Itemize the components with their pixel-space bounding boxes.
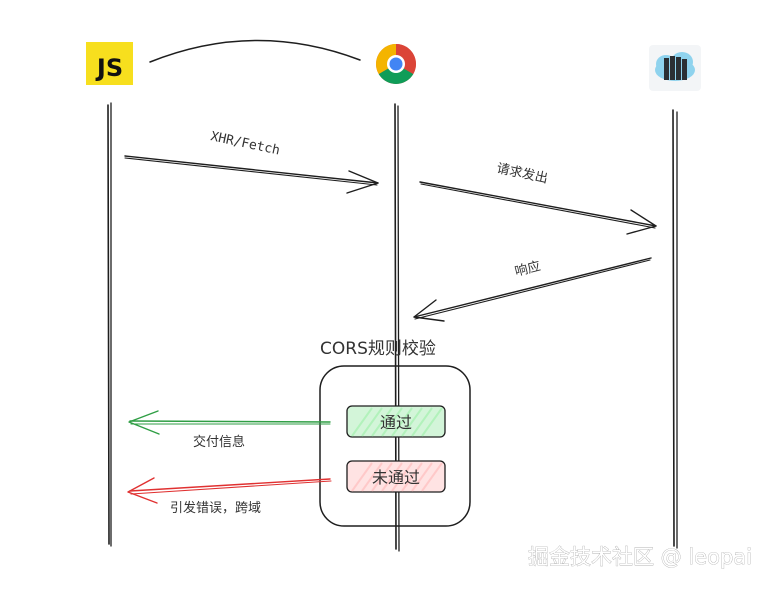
connection-curve: [149, 39, 361, 63]
js-logo-label: JS: [95, 54, 123, 82]
badge-pass-label: 通过: [380, 413, 412, 432]
lifeline-js: [107, 102, 112, 547]
badge-pass: 通过: [346, 405, 446, 438]
lifeline-server: [672, 109, 678, 549]
cors-check-box: [319, 365, 471, 527]
arrow-pass-result: [128, 410, 331, 435]
label-fail-result: 引发错误，跨域: [170, 500, 261, 516]
arrow-request-sent: [419, 181, 657, 235]
arrow-xhr-fetch: [124, 155, 379, 194]
watermark: 掘金技术社区 @ leopai: [528, 545, 752, 569]
cors-title: CORS规则校验: [320, 339, 436, 359]
label-response: 响应: [513, 258, 542, 280]
label-xhr-fetch: XHR/Fetch: [209, 129, 281, 158]
arrow-response: [413, 257, 652, 322]
label-request-sent: 请求发出: [495, 160, 549, 186]
label-pass-result: 交付信息: [193, 434, 245, 450]
js-logo-icon: JS: [86, 42, 133, 85]
badge-fail: 未通过: [346, 460, 446, 493]
badge-fail-label: 未通过: [372, 468, 420, 487]
chrome-icon: [376, 44, 416, 84]
arrow-fail-result: [127, 477, 332, 504]
server-cloud-icon: [649, 45, 701, 91]
